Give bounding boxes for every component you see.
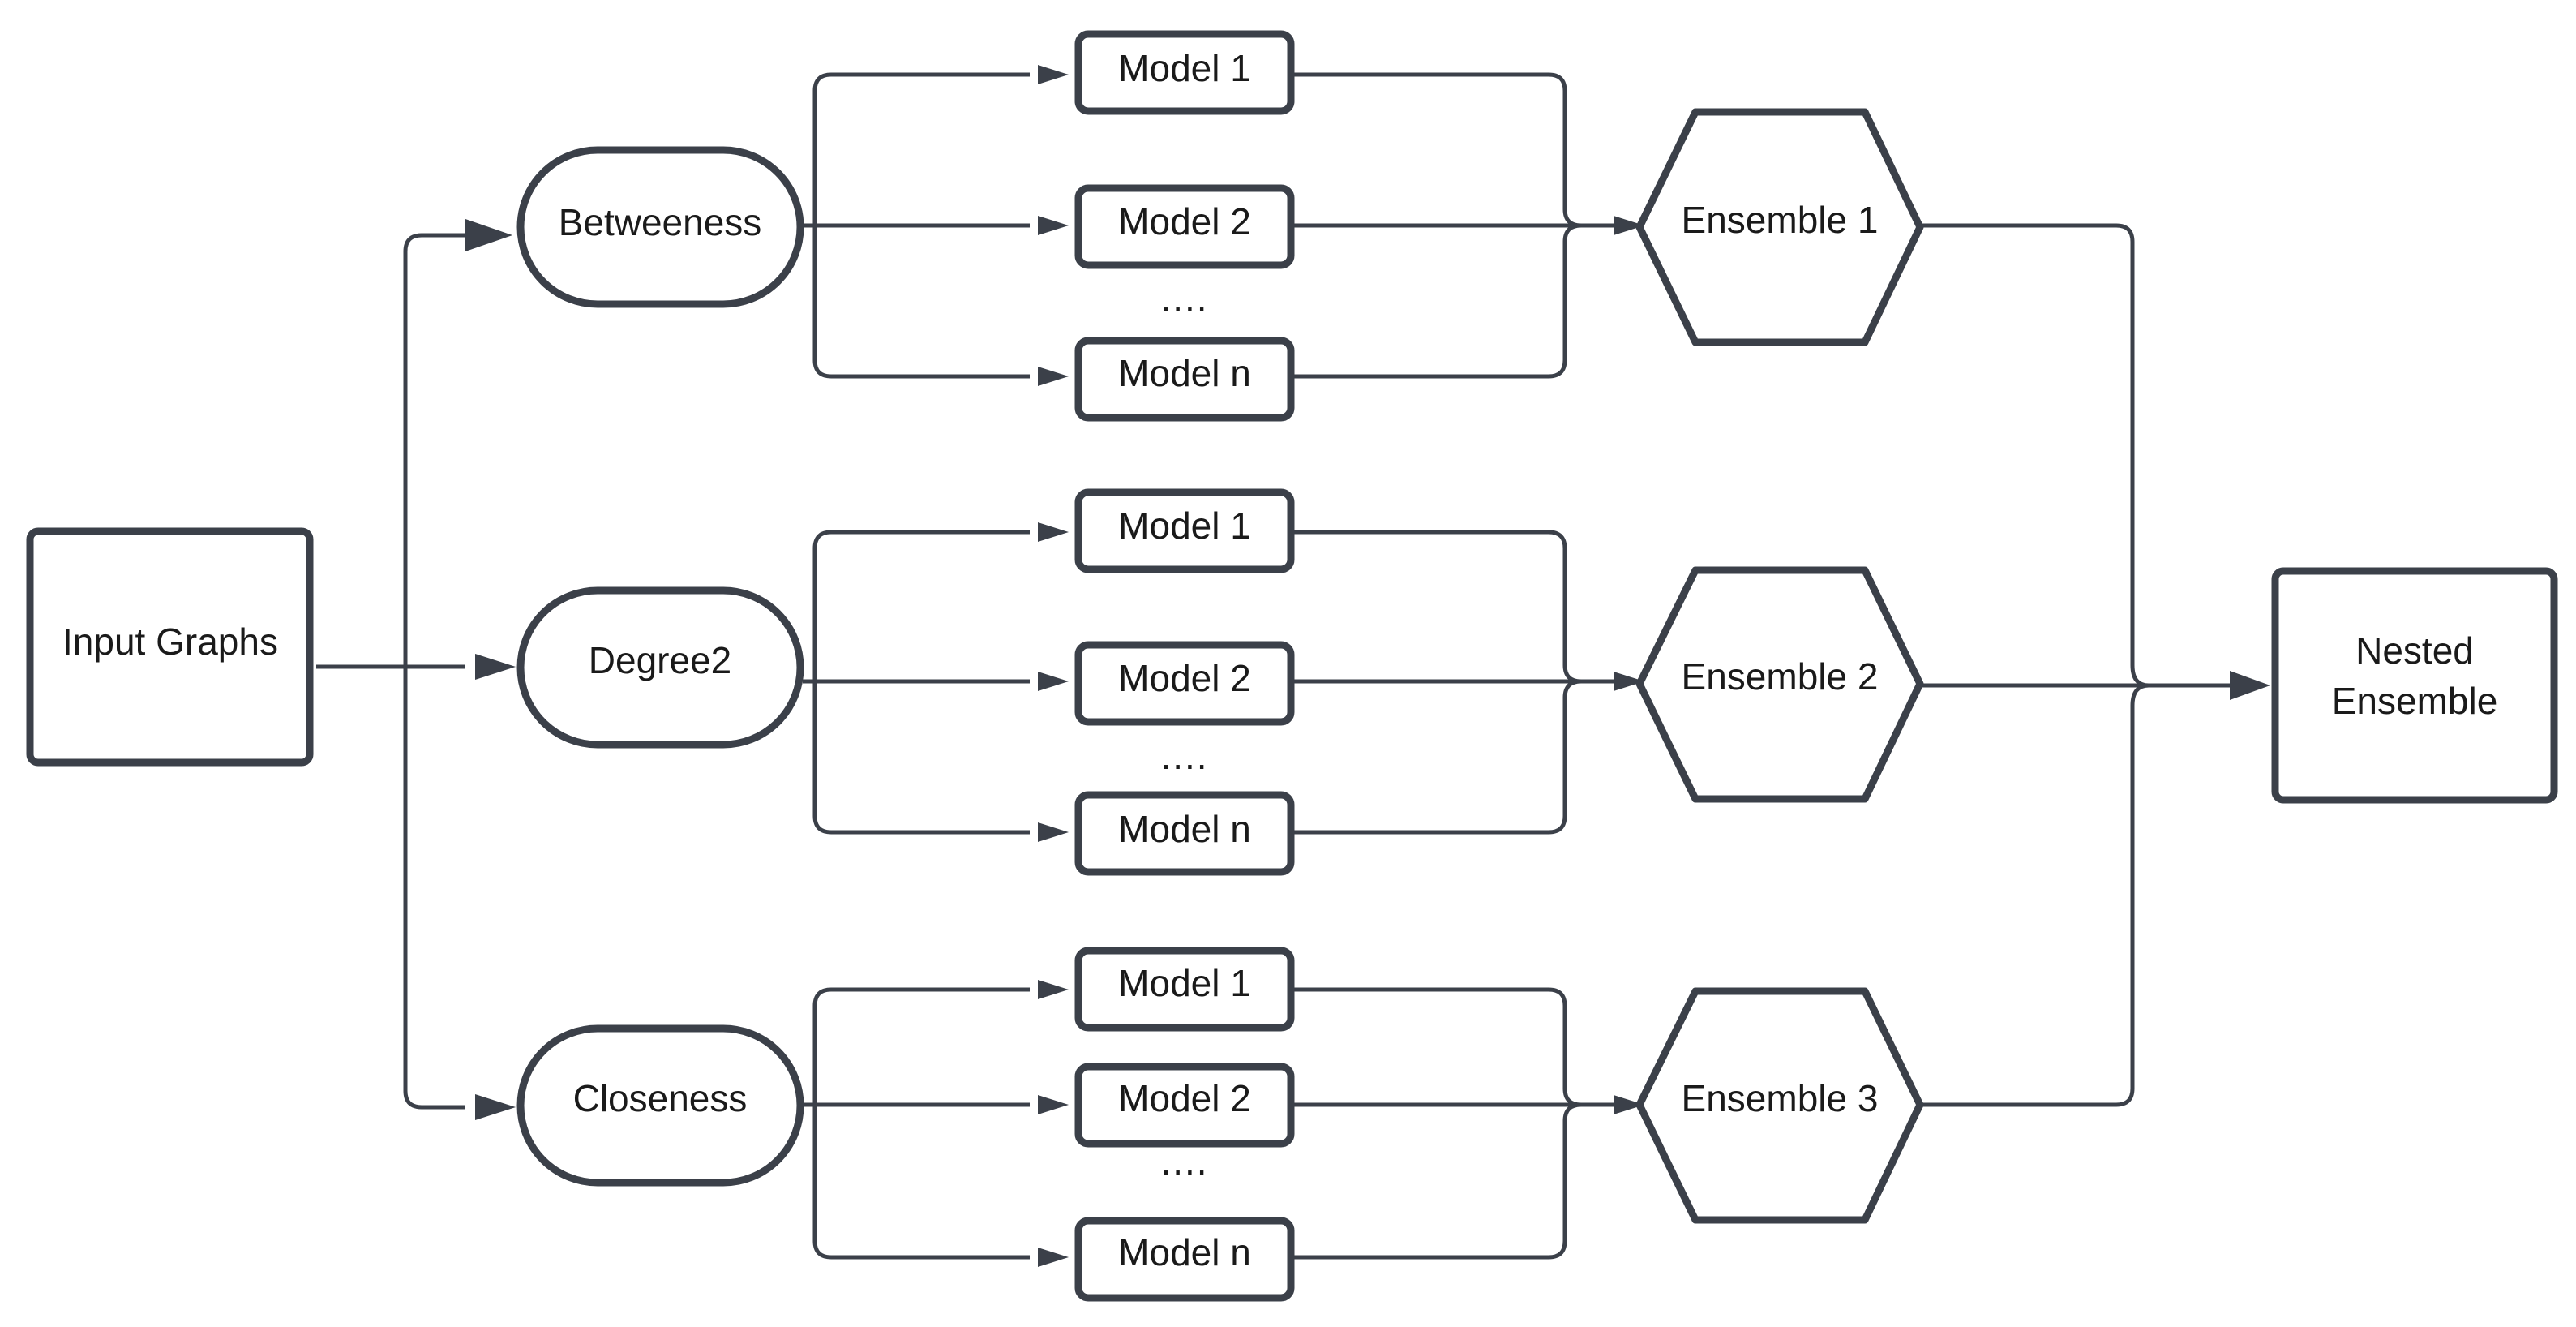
arrowhead — [1038, 367, 1069, 386]
arrowhead — [475, 1094, 516, 1120]
feature-node-betweeness: Betweeness — [516, 146, 804, 308]
arrowhead — [1614, 1095, 1644, 1114]
input-graphs-node: Input Graphs — [26, 527, 314, 767]
arrowhead — [1038, 822, 1069, 842]
model-label: Model n — [1118, 352, 1251, 394]
edge-m1-to-e1 — [1293, 72, 1630, 228]
model-label: Model 1 — [1118, 962, 1251, 1004]
ellipsis: .... — [1160, 735, 1208, 777]
nested-ensemble-node: Nested Ensemble — [2271, 567, 2558, 804]
ensemble-label: Ensemble 2 — [1682, 655, 1879, 698]
arrowhead — [475, 654, 516, 680]
model-label: Model 2 — [1118, 200, 1251, 243]
arrowhead — [1038, 65, 1069, 84]
model-node: Model 1 — [1074, 488, 1295, 573]
ensemble-node-3: Ensemble 3 — [1635, 987, 1924, 1224]
arrowhead — [1038, 980, 1069, 999]
arrowhead — [1038, 216, 1069, 235]
ensemble-node-2: Ensemble 2 — [1635, 566, 1924, 803]
model-label: Model 1 — [1118, 505, 1251, 547]
nested-ensemble-label-line1: Nested — [2355, 629, 2474, 672]
edge-input-to-betweeness — [403, 233, 465, 667]
edge-m1-to-e3 — [1293, 987, 1630, 1107]
arrowhead — [1038, 522, 1069, 542]
arrowhead — [1038, 672, 1069, 691]
edge-b2-to-mn — [812, 681, 1030, 835]
ellipsis: .... — [1160, 1140, 1208, 1183]
arrowhead — [1038, 1248, 1069, 1267]
edge-m1-to-e2 — [1293, 530, 1630, 684]
model-node: Model 2 — [1074, 184, 1295, 269]
model-node: Model 1 — [1074, 947, 1295, 1032]
arrowhead — [1614, 672, 1644, 691]
edge-e3-to-nested — [1922, 683, 2150, 1107]
edge-mn-to-e1 — [1293, 223, 1582, 379]
feature-label: Betweeness — [559, 201, 762, 243]
edge-input-to-closeness — [403, 667, 465, 1110]
arrowhead — [1038, 1095, 1069, 1114]
edge-mn-to-e2 — [1293, 679, 1582, 835]
model-node: Model n — [1074, 337, 1295, 422]
arrowhead — [465, 219, 512, 251]
edge-b1-to-m1 — [803, 72, 1030, 228]
edge-b3-to-m1 — [803, 987, 1030, 1107]
model-label: Model 2 — [1118, 1077, 1251, 1119]
ensemble-label: Ensemble 1 — [1682, 199, 1879, 241]
edge-e1-to-nested — [1922, 223, 2238, 688]
model-label: Model 2 — [1118, 657, 1251, 699]
edge-b1-to-mn — [812, 225, 1030, 379]
edge-b2-to-m1 — [803, 530, 1030, 684]
ensemble-label: Ensemble 3 — [1682, 1077, 1879, 1119]
feature-node-degree2: Degree2 — [516, 586, 804, 749]
edge-b3-to-mn — [812, 1105, 1030, 1260]
nested-ensemble-label-line2: Ensemble — [2332, 680, 2498, 722]
model-node: Model n — [1074, 1217, 1295, 1302]
edge-mn-to-e3 — [1293, 1102, 1582, 1260]
arrowhead — [2230, 671, 2270, 700]
input-graphs-label: Input Graphs — [62, 621, 278, 663]
model-node: Model 1 — [1074, 30, 1295, 115]
model-label: Model n — [1118, 1231, 1251, 1273]
feature-label: Closeness — [573, 1077, 748, 1119]
model-node: Model n — [1074, 791, 1295, 876]
feature-label: Degree2 — [589, 639, 731, 681]
model-node: Model 2 — [1074, 1063, 1295, 1148]
model-label: Model n — [1118, 808, 1251, 850]
ellipsis: .... — [1160, 277, 1208, 320]
model-node: Model 2 — [1074, 641, 1295, 726]
model-label: Model 1 — [1118, 47, 1251, 89]
arrowheads — [465, 65, 2270, 1267]
arrowhead — [1614, 216, 1644, 235]
ensemble-node-1: Ensemble 1 — [1635, 108, 1924, 346]
edges — [316, 72, 2238, 1260]
feature-node-closeness: Closeness — [516, 1024, 804, 1187]
